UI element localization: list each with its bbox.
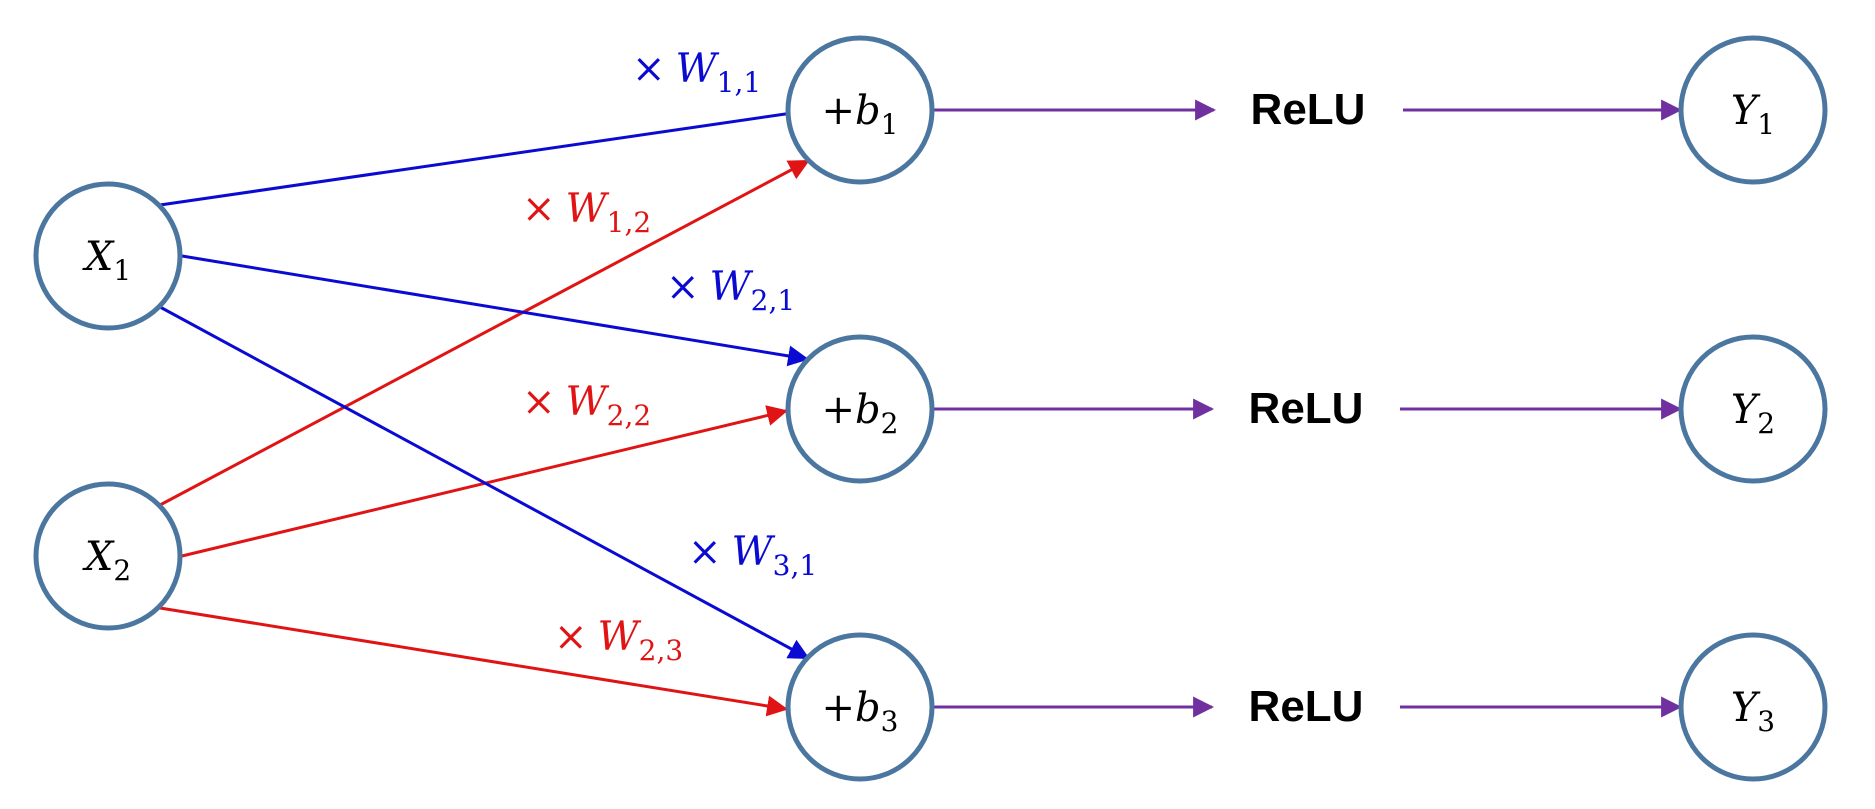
svg-text:X1: X1	[82, 234, 131, 287]
svg-text:+b2: +b2	[822, 387, 899, 440]
weight-label-w22: ×W2,2	[522, 379, 651, 432]
svg-text:+b1: +b1	[822, 88, 899, 141]
bias-node-b1: +b1	[785, 35, 935, 185]
svg-text:Y2: Y2	[1731, 387, 1775, 440]
weight-label-w11: ×W1,1	[632, 46, 761, 99]
relu-label-1: ReLU	[1251, 85, 1366, 134]
edge-x1-b1	[159, 103, 809, 207]
svg-text:Y1: Y1	[1731, 88, 1775, 141]
output-node-y2: Y2	[1678, 334, 1828, 484]
weight-label-w12: ×W1,2	[522, 186, 651, 239]
relu-label-2: ReLU	[1249, 384, 1364, 433]
input-node-x2: X2	[33, 481, 183, 631]
weight-label-w31: ×W3,1	[688, 529, 817, 582]
output-node-y1: Y1	[1678, 35, 1828, 185]
output-node-y3: Y3	[1678, 632, 1828, 782]
weight-label-w21: ×W2,1	[666, 264, 795, 317]
relu-label-3: ReLU	[1249, 682, 1364, 731]
edge-x2-b1	[159, 159, 810, 507]
svg-text:Y3: Y3	[1731, 685, 1775, 738]
svg-text:X2: X2	[82, 534, 131, 587]
bias-node-b3: +b3	[785, 632, 935, 782]
bias-node-b2: +b2	[785, 334, 935, 484]
input-node-x1: X1	[33, 181, 183, 331]
edge-x1-b2	[181, 254, 810, 367]
svg-text:+b3: +b3	[822, 685, 899, 738]
edge-x2-b3	[159, 606, 789, 717]
edge-x1-b3	[159, 305, 810, 660]
weight-label-w23: ×W2,3	[554, 614, 683, 667]
